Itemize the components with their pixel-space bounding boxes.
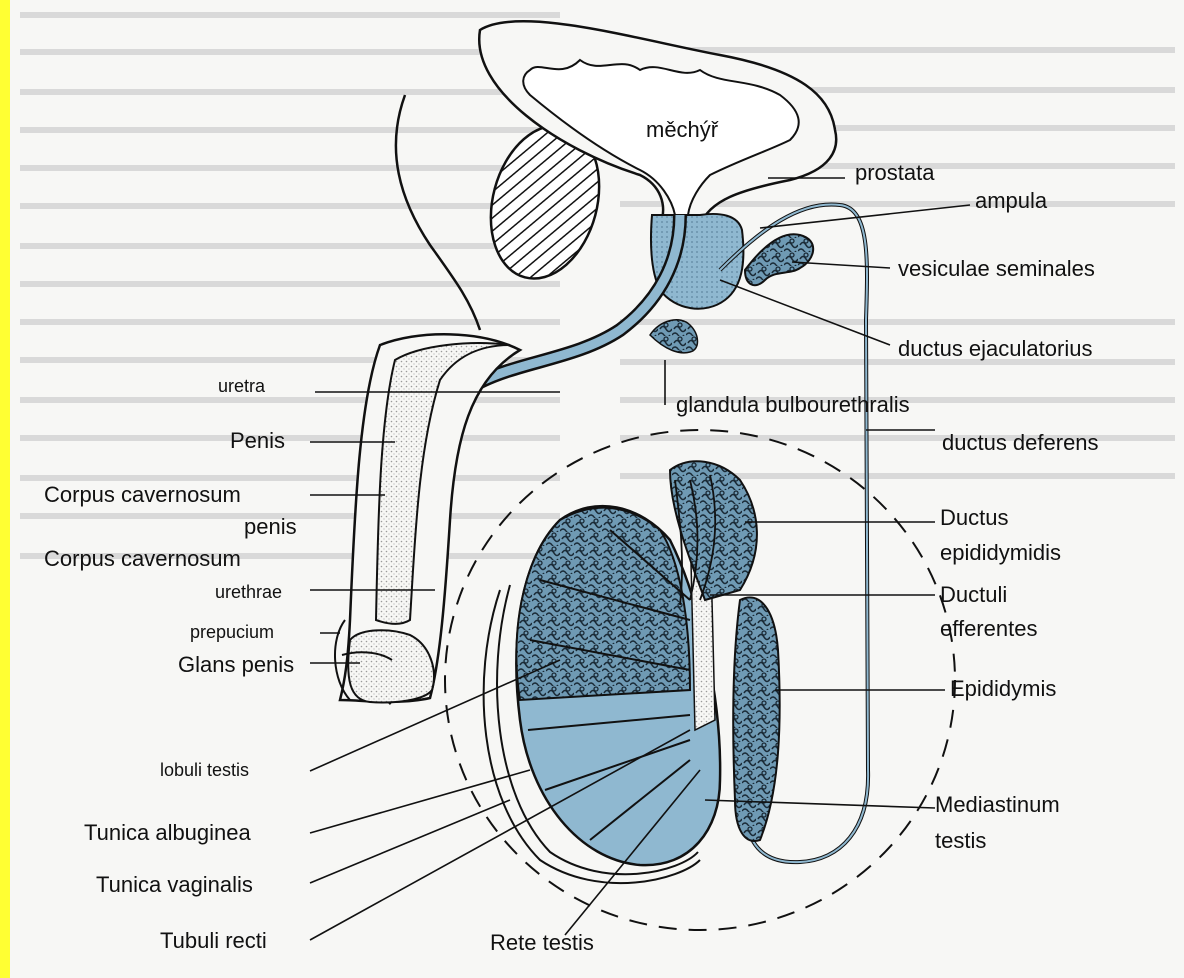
label-penis: Penis: [230, 428, 285, 453]
label-tunica-albuginea: Tunica albuginea: [84, 820, 251, 845]
label-ductus-deferens: ductus deferens: [942, 430, 1099, 455]
label-ductus-epididymidis-1: Ductus: [940, 505, 1008, 530]
label-mechyr: měchýř: [646, 117, 718, 142]
label-ductus-epididymidis-2: epididymidis: [940, 540, 1061, 565]
label-mediastinum-testis-2: testis: [935, 828, 986, 853]
label-uretra: uretra: [218, 376, 265, 397]
label-corpus-cavernosum-urethrae-2: urethrae: [215, 582, 282, 603]
label-glandula-bulbourethralis: glandula bulbourethralis: [676, 392, 910, 417]
label-ductuli-efferentes-1: Ductuli: [940, 582, 1007, 607]
label-tunica-vaginalis: Tunica vaginalis: [96, 872, 253, 897]
label-lobuli-testis: lobuli testis: [160, 760, 249, 781]
label-corpus-cavernosum-penis-2: penis: [244, 514, 297, 539]
label-ductuli-efferentes-2: efferentes: [940, 616, 1037, 641]
label-vesiculae-seminales: vesiculae seminales: [898, 256, 1095, 281]
label-ductus-ejaculatorius: ductus ejaculatorius: [898, 336, 1092, 361]
label-rete-testis: Rete testis: [490, 930, 594, 955]
label-corpus-cavernosum-penis-1: Corpus cavernosum: [44, 482, 241, 507]
label-prepucium: prepucium: [190, 622, 274, 643]
label-tubuli-recti: Tubuli recti: [160, 928, 267, 953]
label-ampula: ampula: [975, 188, 1047, 213]
label-glans-penis: Glans penis: [178, 652, 294, 677]
label-mediastinum-testis-1: Mediastinum: [935, 792, 1060, 817]
label-corpus-cavernosum-urethrae-1: Corpus cavernosum: [44, 546, 241, 571]
label-prostata: prostata: [855, 160, 935, 185]
label-epididymis: Epididymis: [950, 676, 1056, 701]
